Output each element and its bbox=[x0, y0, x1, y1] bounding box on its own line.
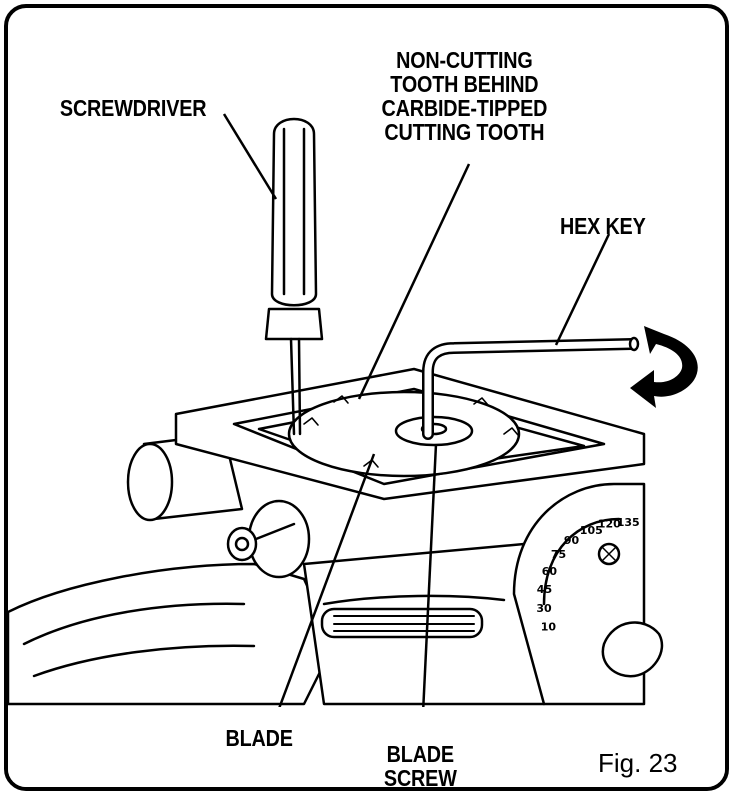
scale-tick-label: 45 bbox=[537, 583, 552, 596]
bevel-knob bbox=[601, 621, 664, 678]
scale-tick-label: 30 bbox=[536, 602, 552, 615]
label-screwdriver: SCREWDRIVER bbox=[59, 95, 207, 121]
scale-tick-label: 60 bbox=[542, 565, 558, 578]
scale-tick-label: 10 bbox=[541, 621, 557, 634]
label-hex-key: HEX KEY bbox=[559, 213, 646, 239]
label-tooth-line-3: CARBIDE-TIPPED bbox=[381, 95, 548, 121]
label-tooth-line-4: CUTTING TOOTH bbox=[384, 119, 545, 145]
depth-knob bbox=[226, 499, 311, 579]
scale-tick-label: 135 bbox=[617, 516, 640, 529]
label-tooth-line-1: NON-CUTTING bbox=[396, 47, 533, 73]
label-tooth-line-2: TOOTH BEHIND bbox=[390, 71, 539, 97]
figure-number: Fig. 23 bbox=[598, 748, 678, 778]
label-tooth: NON-CUTTING TOOTH BEHIND CARBIDE-TIPPED … bbox=[381, 48, 547, 144]
leader-lines bbox=[222, 113, 611, 735]
scale-tick-label: 90 bbox=[564, 534, 580, 547]
scale-tick-label: 105 bbox=[580, 524, 603, 537]
label-blade-screw: BLADE SCREW bbox=[383, 741, 457, 791]
screwdriver-illus bbox=[264, 117, 324, 436]
label-blade: BLADE bbox=[225, 725, 293, 751]
scale-tick-label: 120 bbox=[598, 518, 621, 531]
label-blade-screw-line-1: BLADE bbox=[386, 741, 454, 767]
label-blade-screw-line-2: SCREW bbox=[383, 765, 457, 791]
rotation-arrow-icon bbox=[630, 326, 698, 408]
scale-tick-label: 75 bbox=[551, 548, 566, 561]
hex-key-illus bbox=[422, 336, 640, 440]
saw-handle bbox=[8, 562, 336, 706]
